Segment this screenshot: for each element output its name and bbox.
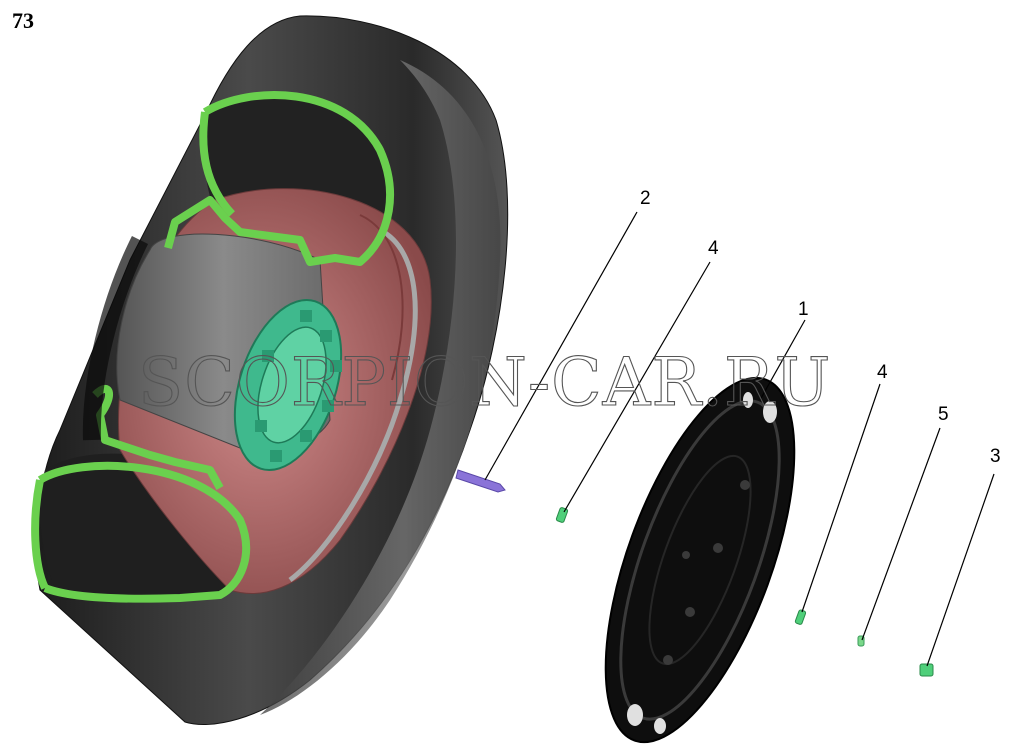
nut (919, 663, 934, 677)
valve-stem (455, 469, 506, 493)
valve-cap-lower (794, 609, 807, 625)
page-number: 73 (12, 8, 34, 33)
callout-3: 3 (990, 446, 1001, 467)
tire-sidewall-edge (82, 235, 149, 441)
callout-4-upper: 4 (708, 238, 719, 259)
callout-5: 5 (938, 404, 949, 425)
hubcap (604, 376, 796, 744)
callout-labels: 2 4 1 4 5 3 (640, 188, 1001, 467)
watermark: SCORPION-CAR.RU (138, 344, 831, 421)
hub-drum (116, 233, 343, 471)
valve-cap-upper (555, 507, 569, 523)
callout-1: 1 (798, 299, 809, 320)
leader-lines (484, 211, 995, 667)
callout-2: 2 (640, 188, 651, 209)
callout-4-lower: 4 (877, 362, 888, 383)
